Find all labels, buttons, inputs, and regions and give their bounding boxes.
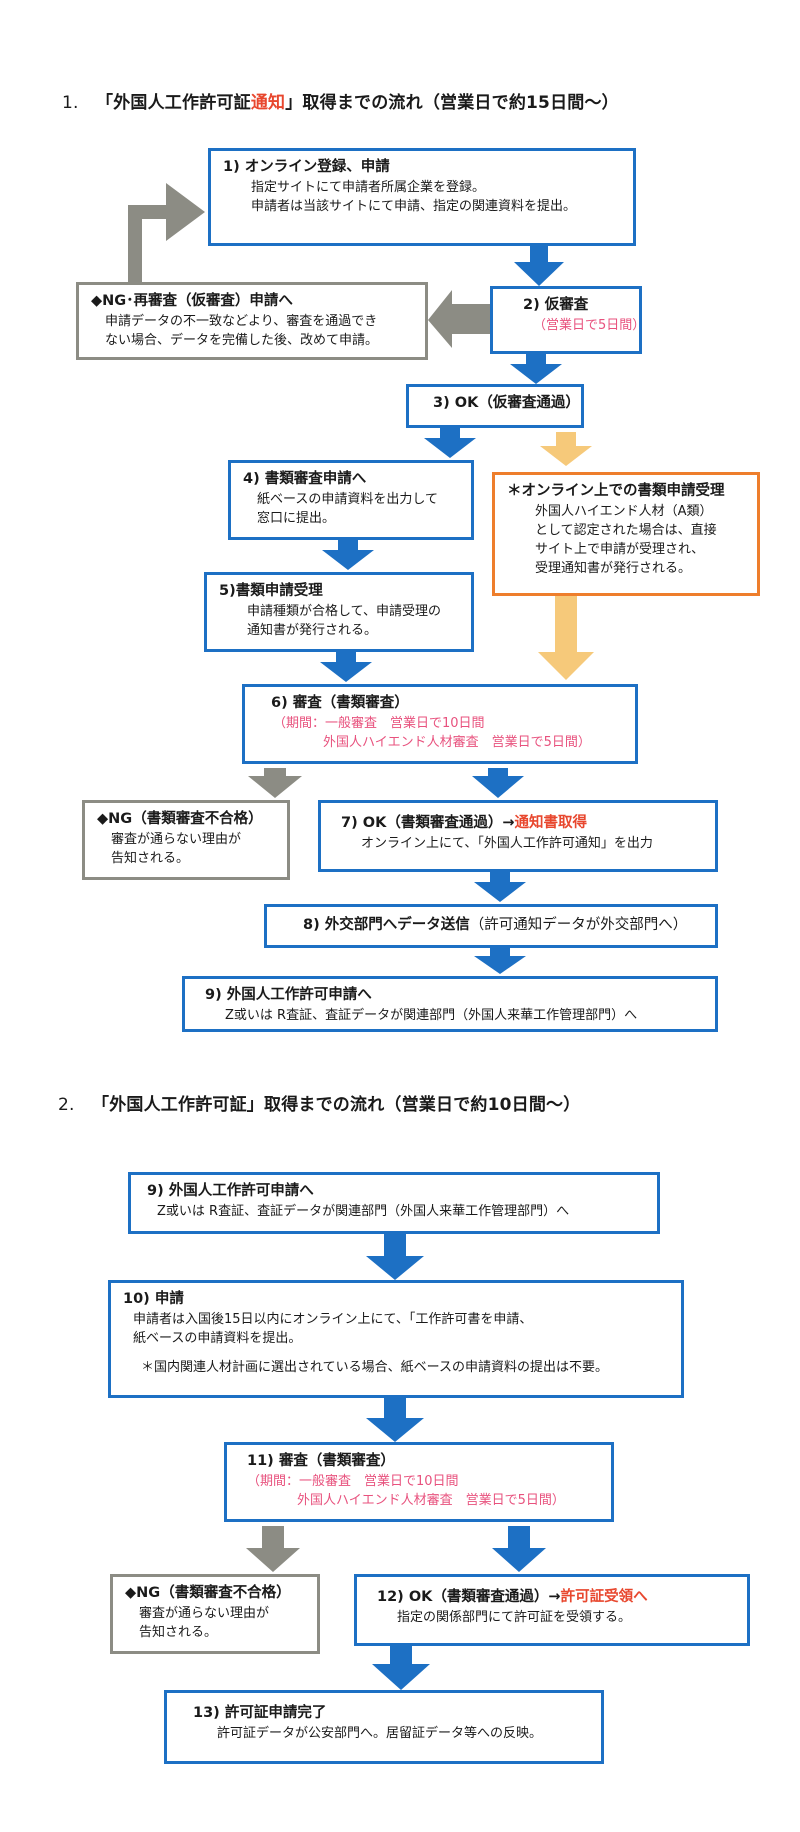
ng-re-review-box: ◆NG･再審査（仮審査）申請へ 申請データの不一致などより、審査を通過でき ない… bbox=[76, 282, 428, 360]
s2-step10-application-box: 10) 申請 申請者は入国後15日以内にオンライン上にて、「工作許可書を申請、 … bbox=[108, 1280, 684, 1398]
s2-step12-permit-receipt-box: 12) OK（書類審査通過）→許可証受領へ 指定の関係部門にて許可証を受領する。 bbox=[354, 1574, 750, 1646]
s2-step12-title-pre: 12) OK（書類審査通過）→ bbox=[377, 1589, 561, 1605]
step2-preliminary-review-box: 2) 仮審査 （営業日で5日間） bbox=[490, 286, 646, 354]
online-acceptance-line-1: 外国人ハイエンド人材（A類） bbox=[535, 504, 713, 519]
ng-document-line-2: 告知される。 bbox=[111, 851, 190, 866]
online-acceptance-line-3: サイト上で申請が受理され、 bbox=[535, 542, 705, 557]
step4-title: 4) 書類審査申請へ bbox=[243, 471, 367, 487]
ng-document-title: ◆NG（書類審査不合格） bbox=[97, 811, 263, 827]
s2-step9-line: Z或いは R査証、査証データが関連部門（外国人来華工作管理部門）へ bbox=[157, 1204, 570, 1219]
s2-step13-line: 許可証データが公安部門へ。居留証データ等への反映。 bbox=[217, 1726, 543, 1741]
arrow-s2-step9-to-step10 bbox=[366, 1234, 424, 1280]
s2-step10-line-1: 申請者は入国後15日以内にオンライン上にて、「工作許可書を申請、 bbox=[133, 1312, 533, 1327]
arrow-s2-step11-to-step12 bbox=[492, 1526, 546, 1572]
arrow-step2-to-step3 bbox=[510, 354, 562, 384]
s2-ng-document-review-box: ◆NG（書類審査不合格） 審査が通らない理由が 告知される。 bbox=[110, 1574, 320, 1654]
step1-line-2: 申請者は当該サイトにて申請、指定の関連資料を提出。 bbox=[251, 199, 577, 214]
section1-title-highlight: 通知 bbox=[250, 93, 286, 113]
step7-line: オンライン上にて、「外国人工作許可通知」を出力 bbox=[361, 836, 653, 851]
arrow-step8-to-step9 bbox=[474, 948, 526, 974]
arrow-s2-step11-to-ng bbox=[246, 1526, 300, 1572]
arrow-step7-to-step8 bbox=[474, 872, 526, 902]
s2-step9-work-permit-application-box: 9) 外国人工作許可申請へ Z或いは R査証、査証データが関連部門（外国人来華工… bbox=[128, 1172, 660, 1234]
s2-step10-title: 10) 申請 bbox=[123, 1291, 184, 1307]
step3-title: 3) OK（仮審査通過） bbox=[433, 395, 580, 411]
s2-ng-document-line-2: 告知される。 bbox=[139, 1625, 218, 1640]
step8-data-transfer-box: 8) 外交部門へデータ送信（許可通知データが外交部門へ） bbox=[264, 904, 718, 948]
online-acceptance-line-4: 受理通知書が発行される。 bbox=[535, 561, 692, 576]
step5-acceptance-box: 5)書類申請受理 申請種類が合格して、申請受理の 通知書が発行される。 bbox=[204, 572, 474, 652]
step8-title: 8) 外交部門へデータ送信 bbox=[303, 917, 470, 933]
step5-title: 5)書類申請受理 bbox=[219, 583, 323, 599]
arrow-step4-to-step5 bbox=[322, 540, 374, 570]
step8-title-row: 8) 外交部門へデータ送信（許可通知データが外交部門へ） bbox=[279, 913, 703, 936]
s2-ng-document-line-1: 審査が通らない理由が bbox=[139, 1606, 270, 1621]
step7-title-pre: 7) OK（書類審査通過）→ bbox=[341, 815, 515, 831]
arrow-ng-to-step1 bbox=[128, 183, 205, 282]
s2-step12-line: 指定の関係部門にて許可証を受領する。 bbox=[397, 1610, 632, 1625]
arrow-s2-step10-to-step11 bbox=[366, 1398, 424, 1442]
s2-step10-line-2: 紙ベースの申請資料を提出。 bbox=[133, 1331, 302, 1346]
section2-title: 「外国人工作許可証」取得までの流れ（営業日で約10日間〜） bbox=[92, 1095, 581, 1115]
arrow-step6-to-ng bbox=[248, 768, 302, 798]
ng-document-review-box: ◆NG（書類審査不合格） 審査が通らない理由が 告知される。 bbox=[82, 800, 290, 880]
s2-step11-title: 11) 審査（書類審査） bbox=[247, 1453, 395, 1469]
s2-step11-period-1: （期間：一般審査 営業日で10日間 bbox=[247, 1474, 459, 1489]
step1-title: 1) オンライン登録、申請 bbox=[223, 159, 390, 175]
s2-step11-document-review-box: 11) 審査（書類審査） （期間：一般審査 営業日で10日間 外国人ハイエンド人… bbox=[224, 1442, 614, 1522]
step9-title: 9) 外国人工作許可申請へ bbox=[205, 987, 372, 1003]
s2-step12-title-highlight: 許可証受領へ bbox=[560, 1589, 648, 1605]
arrow-step1-to-step2 bbox=[514, 246, 564, 286]
s2-step10-note: ＊国内関連人材計画に選出されている場合、紙ベースの申請資料の提出は不要。 bbox=[141, 1360, 608, 1375]
s2-step13-title: 13) 許可証申請完了 bbox=[193, 1705, 327, 1721]
step6-period-2: 外国人ハイエンド人材審査 営業日で5日間） bbox=[323, 735, 591, 750]
ng-re-review-title: ◆NG･再審査（仮審査）申請へ bbox=[91, 293, 293, 309]
section2-heading: 2. 「外国人工作許可証」取得までの流れ（営業日で約10日間〜） bbox=[58, 1090, 580, 1115]
online-acceptance-line-2: として認定された場合は、直接 bbox=[535, 523, 717, 538]
step6-period-1: （期間：一般審査 営業日で10日間 bbox=[273, 716, 485, 731]
online-acceptance-box: ＊オンライン上での書類申請受理 外国人ハイエンド人材（A類） として認定された場… bbox=[492, 472, 760, 596]
step6-title: 6) 審査（書類審査） bbox=[271, 695, 409, 711]
step4-line-1: 紙ベースの申請資料を出力して bbox=[257, 492, 438, 507]
ng-document-line-1: 審査が通らない理由が bbox=[111, 832, 242, 847]
arrow-step2-to-ng bbox=[428, 290, 490, 348]
s2-step13-complete-box: 13) 許可証申請完了 許可証データが公安部門へ。居留証データ等への反映。 bbox=[164, 1690, 604, 1764]
arrow-s2-step12-to-step13 bbox=[372, 1646, 430, 1690]
step9-line: Z或いは R査証、査証データが関連部門（外国人来華工作管理部門）へ bbox=[225, 1008, 638, 1023]
step1-line-1: 指定サイトにて申請者所属企業を登録。 bbox=[251, 180, 486, 195]
step8-note: （許可通知データが外交部門へ） bbox=[469, 917, 688, 933]
section1-title-post: 」取得までの流れ（営業日で約15日間〜） bbox=[285, 93, 619, 113]
ng-re-review-line-1: 申請データの不一致などより、審査を通過でき bbox=[105, 314, 378, 329]
section1-number: 1. bbox=[62, 93, 79, 113]
s2-step12-title: 12) OK（書類審査通過）→許可証受領へ bbox=[369, 1583, 735, 1608]
step9-work-permit-application-box: 9) 外国人工作許可申請へ Z或いは R査証、査証データが関連部門（外国人来華工… bbox=[182, 976, 718, 1032]
step1-online-registration-box: 1) オンライン登録、申請 指定サイトにて申請者所属企業を登録。 申請者は当該サ… bbox=[208, 148, 636, 246]
section1-arrows bbox=[128, 183, 594, 974]
step2-title: 2) 仮審査 bbox=[523, 297, 589, 313]
section2-number: 2. bbox=[58, 1095, 75, 1115]
step5-line-1: 申請種類が合格して、申請受理の bbox=[247, 604, 441, 619]
step7-notice-acquired-box: 7) OK（書類審査通過）→通知書取得 オンライン上にて、「外国人工作許可通知」… bbox=[318, 800, 718, 872]
arrow-step3-to-online bbox=[540, 432, 592, 466]
step3-ok-box: 3) OK（仮審査通過） bbox=[406, 384, 584, 428]
step4-document-application-box: 4) 書類審査申請へ 紙ベースの申請資料を出力して 窓口に提出。 bbox=[228, 460, 474, 540]
section1-title-pre: 「外国人工作許可証 bbox=[96, 93, 251, 113]
step6-document-review-box: 6) 審査（書類審査） （期間：一般審査 営業日で10日間 外国人ハイエンド人材… bbox=[242, 684, 638, 764]
ng-re-review-line-2: ない場合、データを完備した後、改めて申請。 bbox=[105, 333, 379, 348]
step5-line-2: 通知書が発行される。 bbox=[247, 623, 378, 638]
online-acceptance-title: ＊オンライン上での書類申請受理 bbox=[507, 483, 725, 499]
arrow-step3-to-step4 bbox=[424, 428, 476, 458]
step7-title-highlight: 通知書取得 bbox=[514, 815, 587, 831]
step7-title: 7) OK（書類審査通過）→通知書取得 bbox=[333, 809, 703, 834]
arrow-step6-to-step7 bbox=[472, 768, 524, 798]
arrow-online-to-step6 bbox=[538, 596, 594, 680]
section1-heading: 1. 「外国人工作許可証通知」取得までの流れ（営業日で約15日間〜） bbox=[62, 88, 619, 113]
arrow-step5-to-step6 bbox=[320, 652, 372, 682]
step4-line-2: 窓口に提出。 bbox=[257, 511, 336, 526]
s2-step11-period-2: 外国人ハイエンド人材審査 営業日で5日間） bbox=[297, 1493, 565, 1508]
s2-ng-document-title: ◆NG（書類審査不合格） bbox=[125, 1585, 291, 1601]
step2-period-note: （営業日で5日間） bbox=[533, 318, 646, 333]
s2-step9-title: 9) 外国人工作許可申請へ bbox=[147, 1183, 314, 1199]
